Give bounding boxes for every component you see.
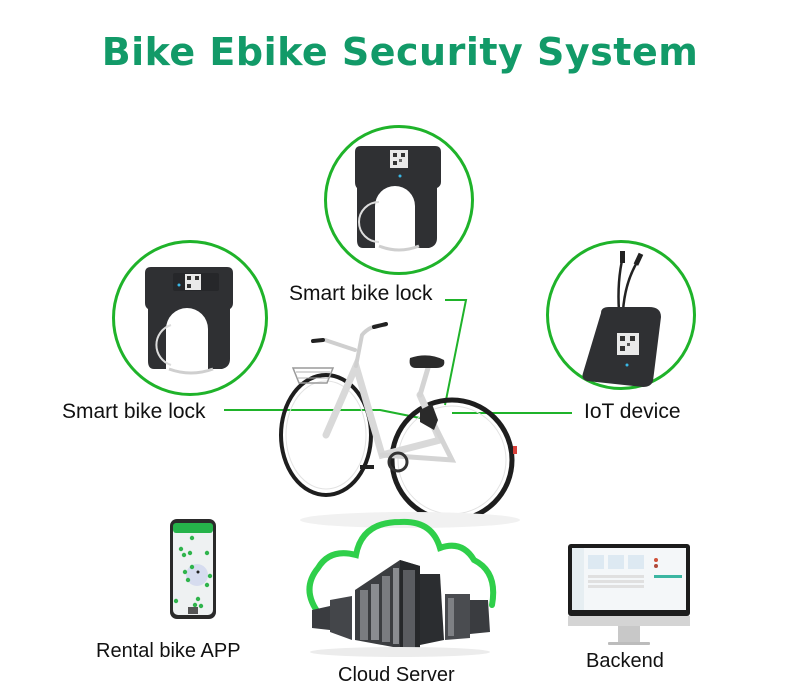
page-title: Bike Ebike Security System [101,30,699,74]
left-lock-circle [112,240,268,396]
iot-device-circle [546,240,696,390]
left-lock-label: Smart bike lock [62,400,206,423]
smart-lock-icon [355,146,441,252]
rental-app-label: Rental bike APP [96,640,241,662]
top-lock-label: Smart bike lock [289,282,433,305]
iot-device-label: IoT device [584,400,681,423]
smart-lock-icon [145,267,233,375]
backend-label: Backend [586,650,664,672]
iot-device-icon [582,251,661,387]
top-lock-circle [324,125,474,275]
cloud-server-label: Cloud Server [338,664,455,686]
